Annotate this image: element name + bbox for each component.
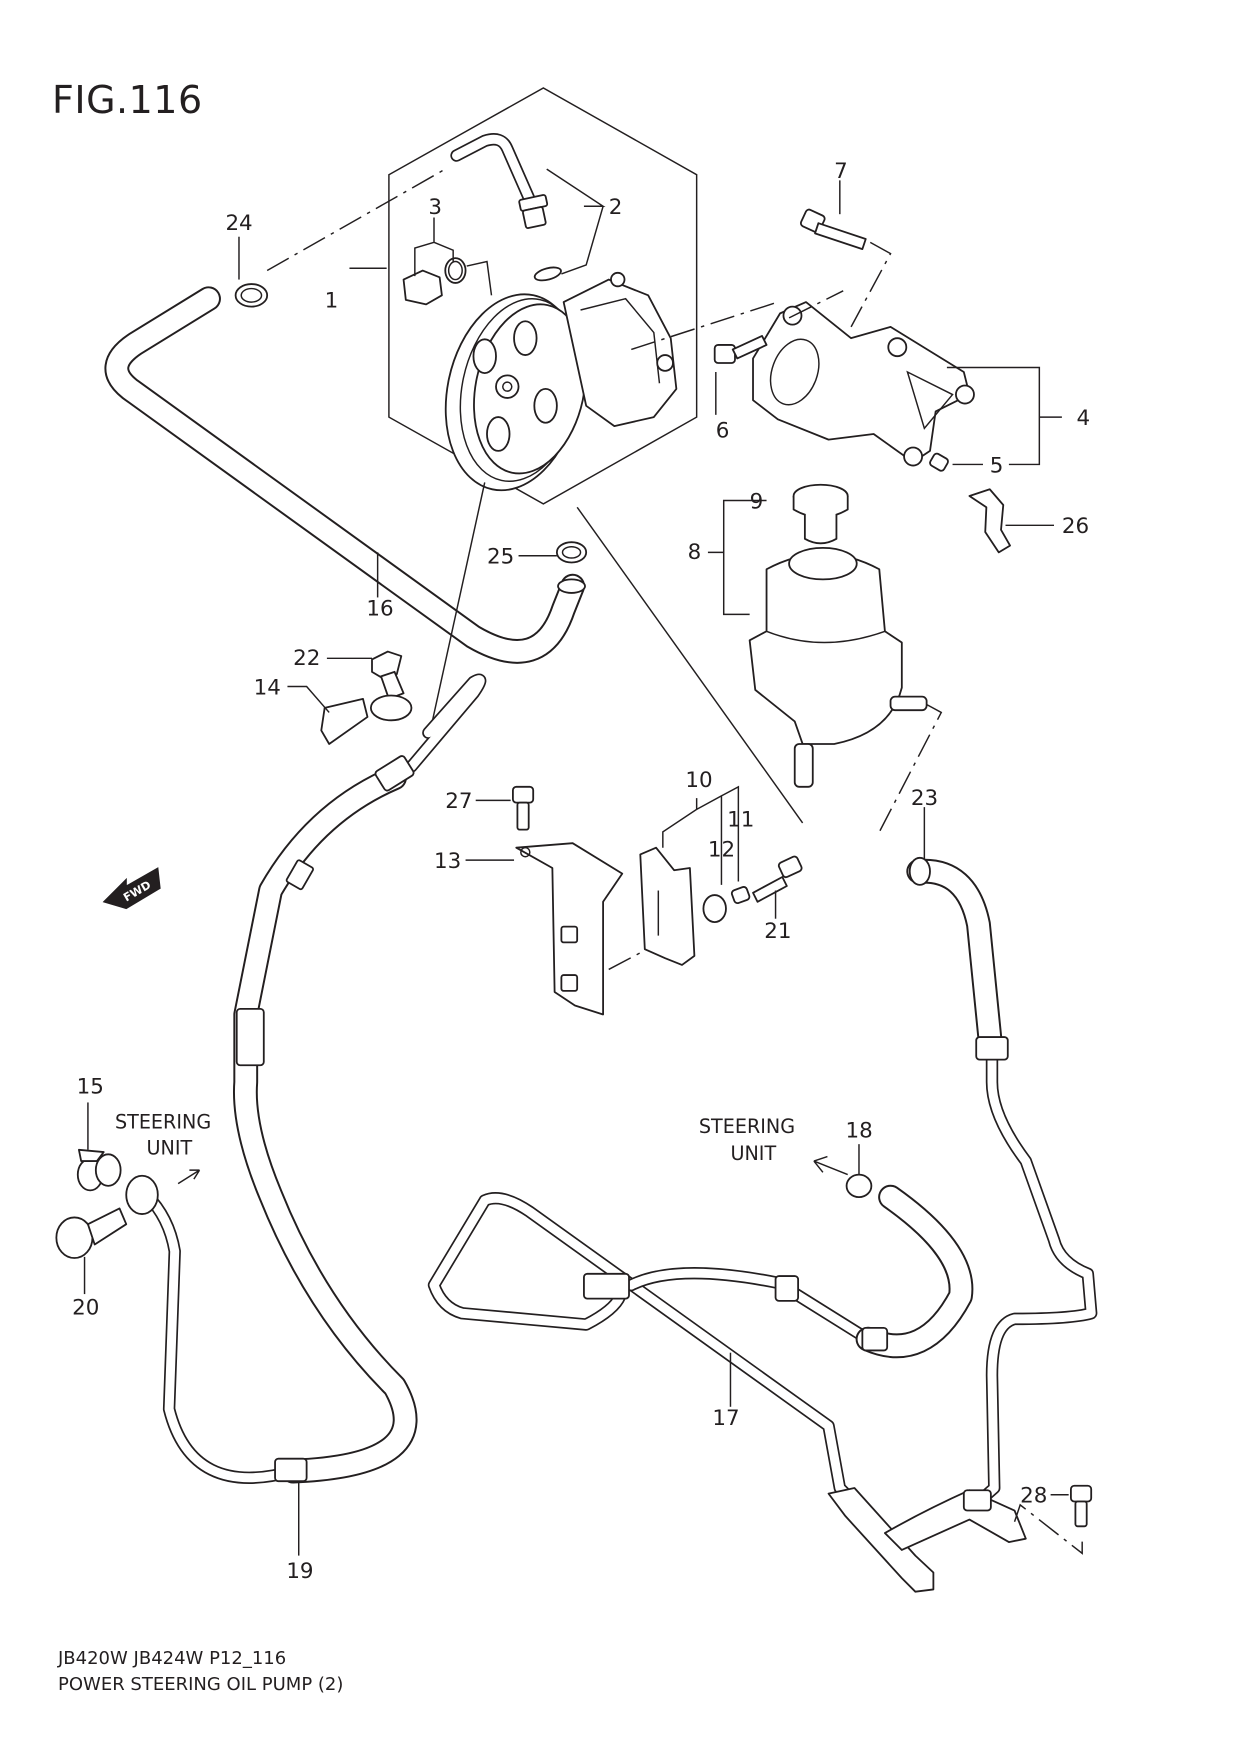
union-bolt-22[interactable] [371, 650, 405, 700]
callout-12: 12 [708, 838, 735, 863]
reservoir-tank[interactable] [748, 546, 928, 788]
callout-17: 17 [712, 1406, 739, 1431]
callout-22: 22 [293, 646, 320, 671]
reservoir-cap[interactable] [792, 483, 849, 545]
callout-4: 4 [1077, 406, 1091, 431]
gasket-washer-14[interactable] [320, 694, 413, 745]
note-steering-unit-left-2: UNIT [147, 1136, 193, 1159]
pump-bolt-7[interactable] [799, 208, 867, 251]
bolt-27[interactable] [512, 785, 535, 831]
bracket-collar[interactable] [929, 452, 949, 472]
bolt-21[interactable] [752, 855, 803, 903]
tank-mount-bracket[interactable] [515, 842, 624, 1016]
pipe-clamp-26[interactable] [968, 488, 1011, 554]
suction-hose[interactable] [104, 286, 586, 664]
callout-14: 14 [254, 675, 281, 700]
bracket-bolt-6[interactable] [713, 335, 768, 364]
callout-16: 16 [366, 596, 393, 621]
model-code-line: JB420W JB424W P12_116 [58, 1648, 287, 1669]
callout-21: 21 [764, 919, 791, 944]
callout-27: 27 [445, 789, 472, 814]
oil-pump[interactable] [428, 271, 678, 503]
gasket-washer-15[interactable] [76, 1148, 122, 1192]
callout-6: 6 [716, 418, 730, 443]
bolt-28[interactable] [1070, 1484, 1093, 1528]
callout-26: 26 [1062, 514, 1089, 539]
note-steering-unit-left-1: STEERING [115, 1110, 211, 1133]
pressure-hose[interactable] [125, 673, 487, 1484]
suction-pipe[interactable] [450, 133, 563, 283]
callout-15: 15 [77, 1074, 104, 1099]
callout-7: 7 [834, 159, 848, 184]
plug[interactable] [402, 257, 467, 306]
callout-20: 20 [72, 1295, 99, 1320]
callout-24: 24 [225, 211, 252, 236]
union-bolt-20[interactable] [55, 1207, 128, 1259]
callout-13: 13 [434, 849, 461, 874]
note-steering-unit-right-2: UNIT [730, 1142, 776, 1165]
forward-arrow-icon: FWD [102, 867, 161, 910]
callout-3: 3 [428, 195, 442, 220]
pump-assembly-frame [388, 87, 698, 505]
hose-clamp-23[interactable] [908, 856, 931, 886]
callout-8: 8 [688, 540, 702, 565]
hose-clamp-25[interactable] [555, 541, 588, 564]
hose-clamp-18[interactable] [845, 1173, 873, 1199]
callout-11: 11 [727, 807, 754, 832]
tank-bracket-10[interactable] [639, 846, 696, 966]
callout-2: 2 [609, 195, 623, 220]
callout-25: 25 [487, 545, 514, 570]
return-pipe[interactable] [427, 1184, 1027, 1593]
pump-bracket[interactable] [752, 301, 975, 467]
hose-clamp-24[interactable] [234, 283, 269, 308]
callout-19: 19 [286, 1559, 313, 1584]
callout-5: 5 [990, 453, 1004, 478]
figure-title: FIG.116 [52, 78, 203, 122]
callout-10: 10 [685, 768, 712, 793]
cushion-12[interactable] [702, 894, 727, 923]
callout-23: 23 [911, 786, 938, 811]
callout-18: 18 [845, 1118, 872, 1143]
callout-1: 1 [325, 289, 339, 314]
return-hose[interactable] [906, 858, 1098, 1512]
callout-9: 9 [750, 489, 764, 514]
note-steering-unit-right-1: STEERING [699, 1115, 795, 1138]
collar-11[interactable] [730, 886, 751, 905]
callout-28: 28 [1020, 1484, 1047, 1509]
figure-caption: POWER STEERING OIL PUMP (2) [58, 1674, 344, 1695]
